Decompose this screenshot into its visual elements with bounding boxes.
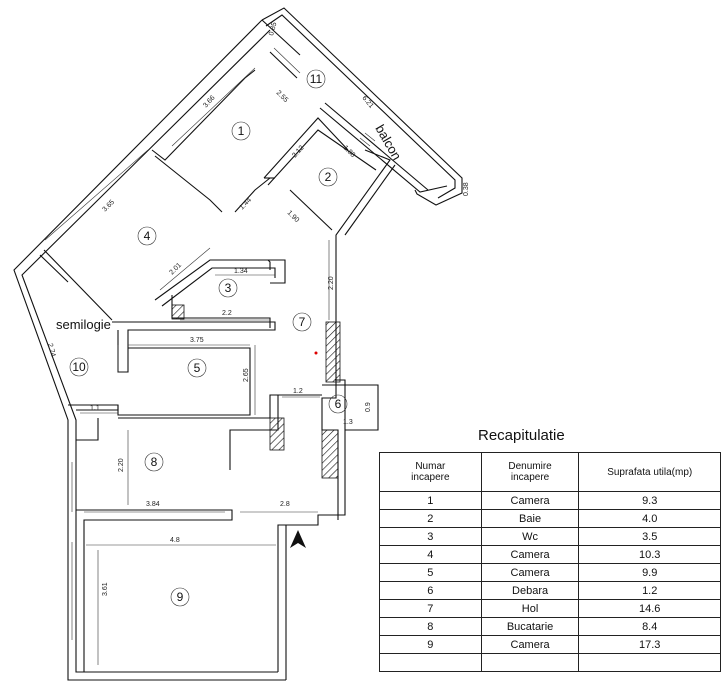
svg-text:2: 2	[325, 170, 332, 184]
recap-header-row: Numar incapere Denumire incapere Suprafa…	[379, 452, 721, 492]
recap-title: Recapitulatie	[478, 427, 565, 444]
svg-text:10: 10	[72, 360, 86, 374]
row-name: Debara	[480, 581, 580, 600]
row-area: 17.3	[578, 635, 721, 654]
svg-text:11: 11	[310, 72, 323, 86]
dim-1-88: 1.88	[342, 144, 357, 159]
dim-3-84: 3.84	[146, 501, 160, 508]
row-num: 7	[379, 599, 482, 618]
svg-text:7: 7	[299, 315, 306, 329]
dim-3-75: 3.75	[190, 337, 204, 344]
room-4-marker: 4	[137, 226, 157, 246]
dim-6-21: 6.21	[360, 95, 374, 110]
room-5-marker: 5	[187, 358, 207, 378]
row-name: Camera	[480, 635, 580, 654]
row-area: 10.3	[578, 545, 721, 564]
hatched-walls	[171, 304, 341, 479]
svg-text:6: 6	[335, 397, 342, 411]
dim-1-2: 1.2	[293, 388, 303, 395]
room-1-marker: 1	[231, 121, 251, 141]
row-num: 2	[379, 509, 482, 528]
room-markers: 1 2 3 4 5 6 7 8 9 10 11	[69, 69, 348, 607]
recap-table: Numar incapere Denumire incapere Suprafa…	[379, 452, 721, 672]
row-area: 1.2	[578, 581, 721, 600]
dim-1-34: 1.34	[234, 268, 248, 275]
table-row-empty	[379, 653, 721, 672]
room-2-marker: 2	[318, 167, 338, 187]
dim-0-38: 0.38	[463, 182, 470, 196]
dim-3-61: 3.61	[102, 582, 109, 596]
svg-text:1: 1	[238, 124, 245, 138]
room-8-marker: 8	[144, 452, 164, 472]
dim-2-2: 2.2	[222, 310, 232, 317]
row-name: Wc	[480, 527, 580, 546]
svg-text:5: 5	[194, 361, 201, 375]
dim-1-3: 1.3	[343, 419, 353, 426]
row-name: Hol	[480, 599, 580, 618]
row-name: Bucatarie	[480, 617, 580, 636]
svg-text:3: 3	[225, 281, 232, 295]
svg-text:8: 8	[151, 455, 158, 469]
windows	[71, 345, 119, 640]
dim-3-65: 3.65	[101, 199, 116, 214]
dim-0-9: 0.9	[365, 402, 372, 412]
dim-2-20-kitchen: 2.20	[118, 458, 125, 472]
dim-4-8: 4.8	[170, 537, 180, 544]
row-area: 9.3	[578, 491, 721, 510]
row-area: 8.4	[578, 617, 721, 636]
dim-1-90: 1.90	[286, 209, 301, 224]
header-numar: Numar incapere	[379, 452, 482, 492]
row-num: 6	[379, 581, 482, 600]
svg-text:4: 4	[144, 229, 151, 243]
semilogie-label: semilogie	[56, 317, 111, 332]
row-area: 14.6	[578, 599, 721, 618]
row-area: 4.0	[578, 509, 721, 528]
row-name: Camera	[480, 545, 580, 564]
dim-2-20-hol: 2.20	[328, 276, 335, 290]
north-arrow-icon	[290, 530, 306, 548]
row-name: Camera	[480, 563, 580, 582]
row-area: 9.9	[578, 563, 721, 582]
room-9-marker: 9	[170, 587, 190, 607]
row-name: Camera	[480, 491, 580, 510]
dim-1-1: 1.1	[90, 405, 100, 412]
row-num: 5	[379, 563, 482, 582]
dim-2-55: 2.55	[275, 89, 290, 104]
dim-2-74: 2.74	[46, 343, 56, 358]
dim-2-8: 2.8	[280, 501, 290, 508]
row-num: 9	[379, 635, 482, 654]
dim-2-01: 2.01	[168, 262, 183, 277]
room-6-marker: 6	[328, 394, 348, 414]
header-denumire: Denumire incapere	[480, 452, 580, 492]
svg-text:9: 9	[177, 590, 184, 604]
room-7-marker: 7	[292, 312, 312, 332]
row-num: 4	[379, 545, 482, 564]
header-suprafata: Suprafata utila(mp)	[578, 452, 721, 492]
row-num: 3	[379, 527, 482, 546]
dim-1-44: 1.44	[238, 197, 253, 212]
dim-2-65: 2.65	[243, 368, 250, 382]
row-num: 1	[379, 491, 482, 510]
dim-0-85: 0.85	[268, 21, 278, 36]
room-3-marker: 3	[218, 278, 238, 298]
red-dot	[314, 351, 318, 355]
row-num: 8	[379, 617, 482, 636]
room-10-marker: 10	[69, 357, 89, 377]
room-11-marker: 11	[306, 69, 326, 89]
balcony	[319, 102, 448, 193]
dimension-lines	[44, 67, 330, 665]
dim-3-66: 3.66	[202, 94, 216, 109]
row-name: Baie	[480, 509, 580, 528]
row-area: 3.5	[578, 527, 721, 546]
